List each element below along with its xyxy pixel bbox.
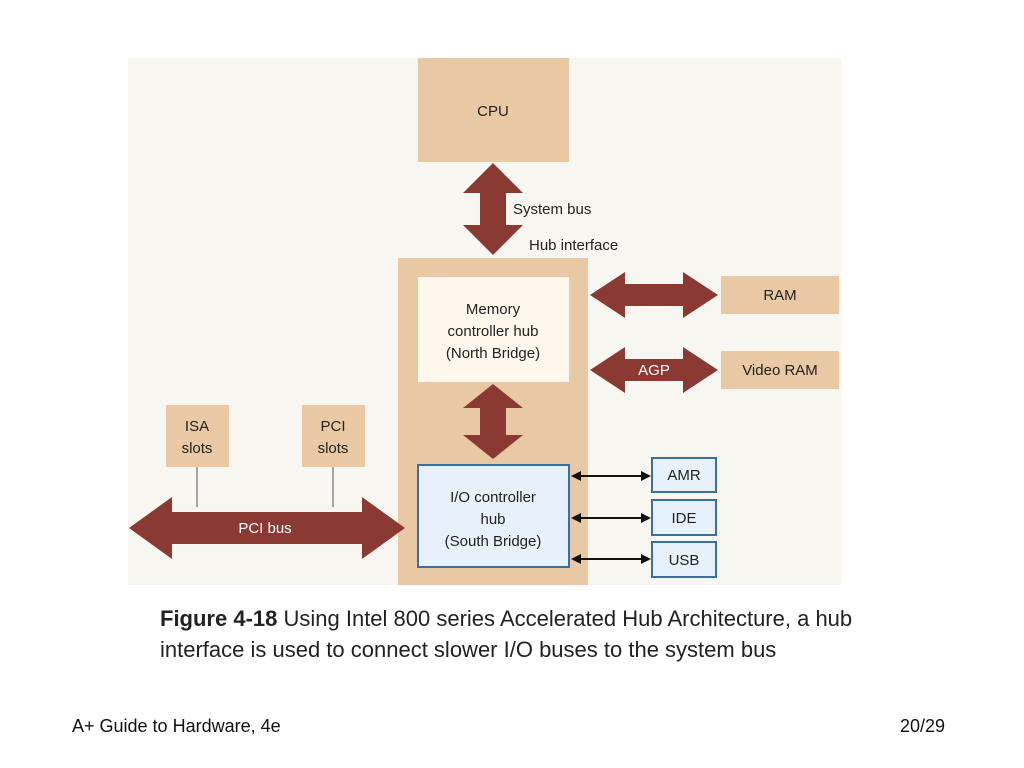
isa-slots-line-1: ISA [185,418,209,435]
usb-box [651,541,717,578]
ram-arrow [590,272,718,318]
system-bus-arrow [463,163,523,255]
south-bridge-box [417,464,570,568]
cpu-label: CPU [477,103,509,120]
figure-caption-label: Figure 4-18 [160,606,278,631]
usb-label: USB [669,552,700,569]
hub-architecture-diagram: CPU System bus Hub interface Memory cont… [129,58,839,585]
system-bus-label: System bus [513,201,591,218]
pci-slots-line-2: slots [318,440,349,457]
pci-bus-arrow [129,497,405,559]
ide-box [651,499,717,536]
ide-connector [571,513,651,523]
isa-slots-box [166,405,229,467]
figure-caption: Figure 4-18 Using Intel 800 series Accel… [160,603,860,665]
pci-slots-line-1: PCI [320,418,345,435]
amr-connector [571,471,651,481]
north-bridge-line-1: Memory [466,301,521,318]
hub-link-arrow [463,384,523,459]
ram-label: RAM [763,287,796,304]
ram-box [721,276,839,314]
pci-bus-label: PCI bus [238,520,291,537]
north-bridge-line-3: (North Bridge) [446,345,540,362]
ide-label: IDE [671,510,696,527]
isa-slots-line-2: slots [182,440,213,457]
hub-interface-label: Hub interface [529,237,618,254]
amr-box [651,457,717,493]
video-ram-label: Video RAM [742,362,818,379]
usb-connector [571,554,651,564]
footer-page-number: 20/29 [900,716,946,736]
footer-book-title: A+ Guide to Hardware, 4e [72,716,281,736]
agp-label: AGP [638,362,670,379]
agp-arrow [590,347,718,393]
south-bridge-line-3: (South Bridge) [445,533,542,550]
video-ram-box [721,351,839,389]
pci-slots-box [302,405,365,467]
south-bridge-line-2: hub [480,511,505,528]
south-bridge-line-1: I/O controller [450,489,536,506]
figure-caption-text: Using Intel 800 series Accelerated Hub A… [160,606,853,662]
north-bridge-box [418,277,569,382]
amr-label: AMR [667,467,701,484]
cpu-box [418,58,569,162]
north-bridge-line-2: controller hub [448,323,539,340]
